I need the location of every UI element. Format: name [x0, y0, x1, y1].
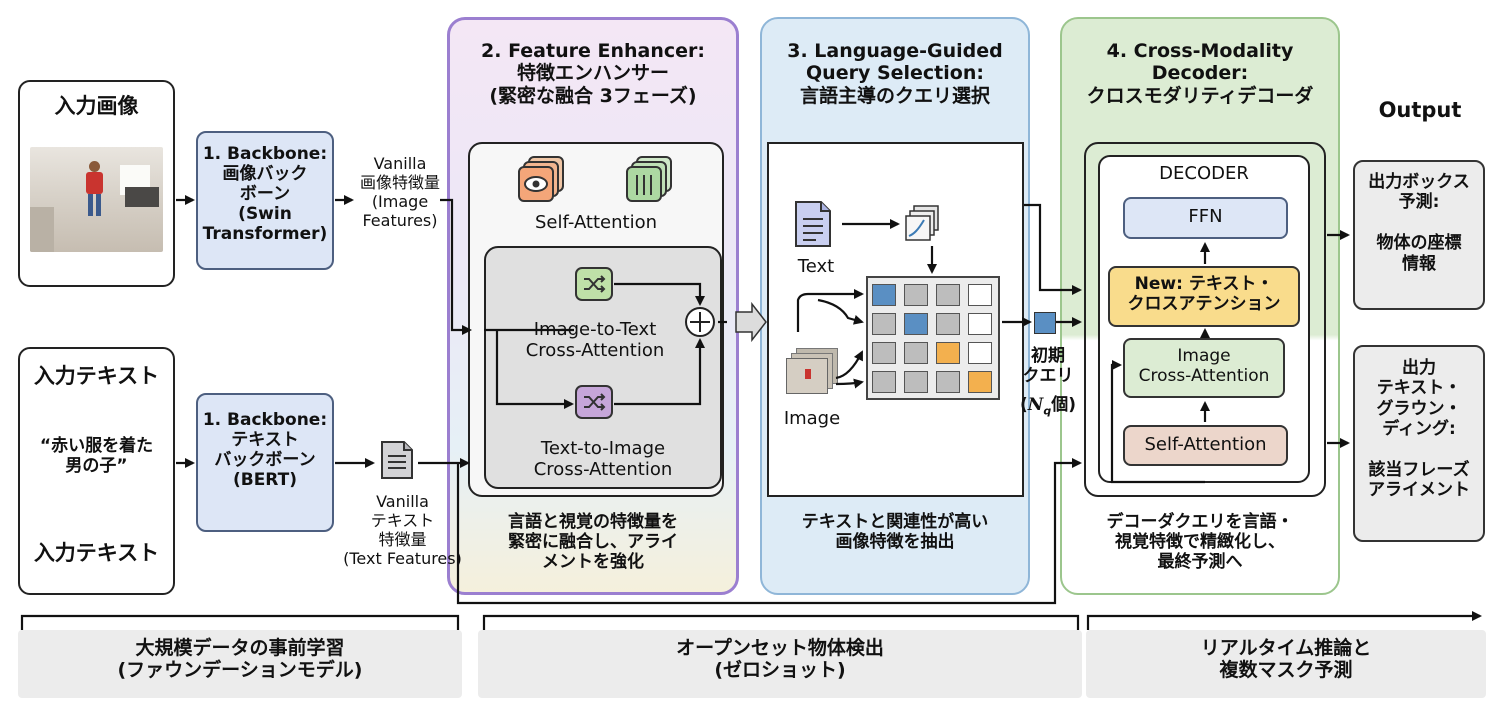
- matrix-cell: [936, 313, 960, 335]
- text-backbone-label: 1. Backbone: テキスト バックボーン (BERT): [202, 410, 328, 491]
- bottom-band-left: [18, 630, 462, 698]
- bottom-middle-label: オープンセット物体検出 (ゼロショット): [676, 637, 884, 682]
- matrix-cell: [872, 371, 896, 393]
- matrix-cell: [936, 342, 960, 364]
- matrix-cell: [968, 313, 992, 335]
- query-image-label: Image: [783, 408, 841, 429]
- matrix-cell: [968, 342, 992, 364]
- image-backbone-box: [196, 131, 334, 270]
- matrix-cell: [872, 313, 896, 335]
- input-text-title-bottom: 入力テキスト: [33, 541, 160, 565]
- image-features-label: Vanilla 画像特徴量 (Image Features): [359, 154, 440, 230]
- i2t-shuffle-icon: [575, 267, 613, 301]
- query-image-stack-icon: [786, 348, 838, 394]
- i2t-label: Image-to-Text Cross-Attention: [525, 319, 665, 362]
- self-attention-eye-icon: [517, 155, 565, 203]
- text-document-icon: [380, 440, 414, 480]
- decoder-title: 4. Cross-Modality Decoder: クロスモダリティデコーダ: [1086, 40, 1314, 107]
- output-grounding-label: 出力 テキスト・ グラウン・ ディング: 該当フレーズ アライメント: [1368, 358, 1470, 501]
- matrix-cell: [904, 313, 928, 335]
- enhancer-self-attention-label: Self-Attention: [534, 212, 658, 233]
- bottom-band-right: [1086, 630, 1486, 698]
- matrix-cell: [904, 371, 928, 393]
- enhancer-caption: 言語と視覚の特徴量を 緊密に融合し、アライ メントを強化: [508, 512, 678, 573]
- sum-icon: [684, 306, 716, 338]
- attention-map-icon: [904, 204, 940, 244]
- matrix-cell: [936, 371, 960, 393]
- ffn-box: [1123, 197, 1288, 239]
- new-text-attention-box: [1108, 266, 1300, 327]
- input-text-title: 入力テキスト: [33, 364, 160, 388]
- ffn-label: FFN: [1188, 206, 1223, 227]
- matrix-cell: [904, 342, 928, 364]
- matrix-cell: [936, 284, 960, 306]
- nq-label: (Nq個): [1020, 395, 1076, 418]
- decoder-outer-box: [1084, 142, 1326, 497]
- query-caption: テキストと関連性が高い 画像特徴を抽出: [801, 512, 989, 553]
- text-features-label: Vanilla テキスト 特徴量 (Text Features): [343, 492, 462, 568]
- matrix-cell: [904, 284, 928, 306]
- feature-enhancer-title: 2. Feature Enhancer: 特徴エンハンサー (緊密な融合 3フェ…: [481, 40, 705, 107]
- query-selection-title: 3. Language-Guided Query Selection: 言語主導…: [787, 40, 1003, 107]
- decoder-caption: デコーダクエリを言語・ 視覚特徴で精緻化し、 最終予測へ: [1106, 512, 1294, 573]
- new-text-attention-label: New: テキスト・ クロスアテンション: [1127, 274, 1281, 315]
- decoder-self-attention-label: Self-Attention: [1144, 434, 1267, 455]
- query-text-document-icon: [794, 200, 832, 248]
- matrix-cell: [872, 342, 896, 364]
- decoder-inner-title: DECODER: [1159, 163, 1249, 184]
- image-backbone-label: 1. Backbone: 画像バック ボーン (Swin Transformer…: [202, 144, 328, 245]
- input-text-box: [18, 347, 175, 595]
- initial-query-label: 初期 クエリ: [1022, 346, 1074, 387]
- input-text-quote: “赤い服を着た 男の子”: [39, 436, 154, 477]
- initial-query-square: [1034, 312, 1056, 334]
- text-backbone-box: [196, 393, 334, 532]
- matrix-cell: [968, 284, 992, 306]
- t2i-shuffle-icon: [575, 385, 613, 419]
- query-text-label: Text: [797, 256, 835, 277]
- output-box-prediction: [1353, 160, 1485, 310]
- t2i-label: Text-to-Image Cross-Attention: [533, 438, 673, 481]
- output-grounding: [1353, 345, 1485, 542]
- input-photo: [30, 147, 163, 252]
- input-image-title: 入力画像: [54, 94, 139, 118]
- matrix-cell: [872, 284, 896, 306]
- matrix-cell: [968, 371, 992, 393]
- bottom-band-middle: [478, 630, 1082, 698]
- bottom-left-label: 大規模データの事前学習 (ファウンデーションモデル): [117, 637, 363, 682]
- self-attention-matrix-icon: [625, 155, 673, 203]
- output-title: Output: [1378, 98, 1462, 122]
- image-cross-attention-label: Image Cross-Attention: [1138, 346, 1270, 387]
- output-box-prediction-label: 出力ボックス 予測: 物体の座標 情報: [1368, 172, 1470, 274]
- bottom-right-label: リアルタイム推論と 複数マスク予測: [1200, 637, 1372, 682]
